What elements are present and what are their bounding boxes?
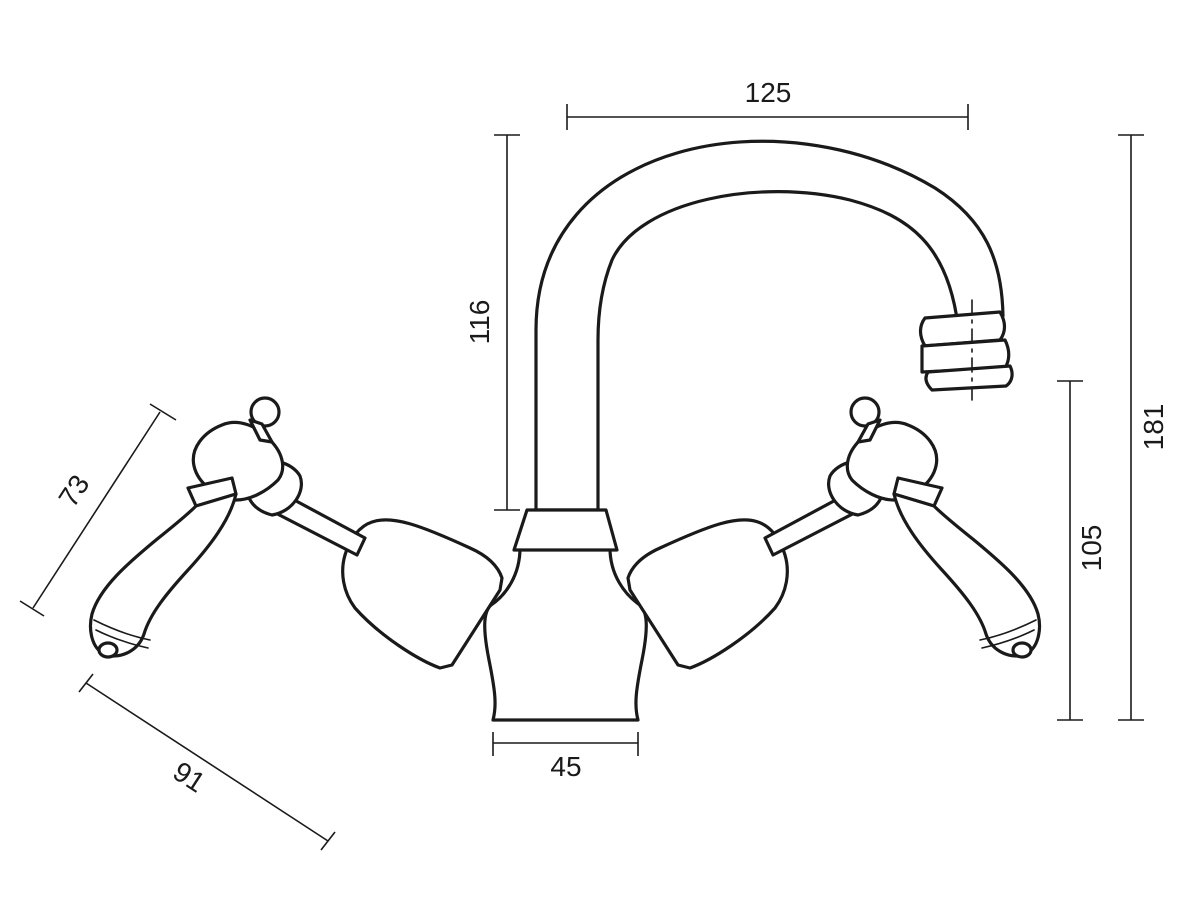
dimension-outlet-height: 105 (1057, 380, 1107, 721)
dimension-total-height: 181 (1118, 134, 1169, 721)
dimension-label-spout-height: 116 (464, 300, 495, 345)
left-lever-grip (88, 492, 238, 658)
right-lever-grip (892, 492, 1042, 658)
right-lever-tip (1011, 641, 1033, 659)
right-lever-knob (849, 396, 881, 428)
aerator-outlet (918, 299, 1014, 401)
body-base (483, 546, 648, 722)
dimension-label-handle-height: 73 (53, 469, 96, 512)
right-lever-neck (856, 418, 882, 444)
dimension-label-handle-span: 91 (168, 756, 211, 799)
left-valve-shroud (341, 518, 504, 670)
spout (534, 139, 1014, 512)
aerator-bottom-ring (924, 364, 1014, 392)
dimension-label-total-height: 181 (1138, 404, 1169, 451)
left-lever-grip-band (93, 619, 151, 641)
dimension-label-base-width: 45 (550, 751, 581, 782)
dimension-handle-span: 91 (78, 673, 336, 851)
left-handle (88, 396, 504, 670)
right-valve-shroud (626, 518, 789, 670)
left-lever-tip (97, 641, 119, 659)
left-lever-knob (249, 396, 281, 428)
spout-neck (534, 139, 1005, 512)
dimension-base-width: 45 (492, 732, 639, 782)
right-handle (626, 396, 1042, 670)
dimension-spout-reach: 125 (566, 77, 969, 130)
tap-body (483, 508, 648, 722)
dimension-label-outlet-height: 105 (1076, 525, 1107, 572)
spout-collar (512, 508, 619, 552)
left-lever-neck (248, 418, 274, 444)
right-lever-grip-band-2 (981, 629, 1035, 649)
left-lever-grip-band-2 (95, 629, 149, 649)
dimension-spout-height: 116 (464, 134, 520, 511)
dimension-label-spout-reach: 125 (745, 77, 792, 108)
right-lever-grip-band (979, 619, 1037, 641)
